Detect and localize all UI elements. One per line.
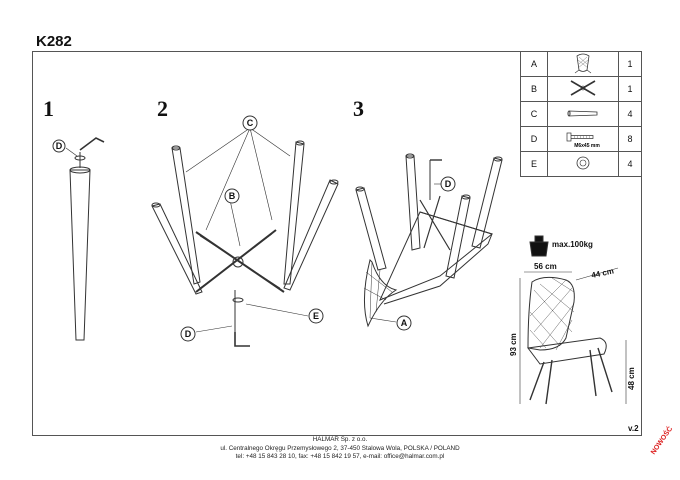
footer-contact: tel: +48 15 843 28 10, fax: +48 15 842 1… [235, 453, 445, 461]
washer-icon [547, 151, 619, 177]
footer-company: HALMAR Sp. z o.o. [312, 436, 368, 443]
height-label: 93 cm [509, 333, 518, 356]
parts-row-c: C 4 [520, 101, 642, 127]
label-e-step2: E [308, 308, 324, 324]
part-qty: 4 [618, 151, 642, 177]
footer: HALMAR Sp. z o.o. ul. Centralnego Okręgu… [0, 436, 680, 462]
part-qty: 1 [618, 76, 642, 102]
parts-row-a: A 1 [520, 51, 642, 77]
step1-leg-drawing [65, 137, 105, 341]
label-a-step3: A [396, 315, 412, 331]
label-d-step3: D [440, 176, 456, 192]
svg-text:D: D [185, 329, 192, 339]
svg-text:D: D [56, 141, 63, 151]
model-title: K282 [36, 33, 72, 50]
version-label: v.2 [628, 424, 639, 433]
step3-chair-drawing [355, 153, 503, 328]
width-label: 56 cm [534, 262, 557, 271]
step-number-2: 2 [157, 96, 168, 121]
parts-row-e: E 4 [520, 151, 642, 177]
seat-height-label: 48 cm [627, 367, 636, 390]
label-c-step2: C [242, 115, 258, 131]
cross-frame-icon [547, 76, 619, 102]
bolt-size-note: M6x45 mm [574, 143, 600, 149]
depth-label: 44 cm [591, 266, 615, 280]
label-d-step1: D [52, 139, 66, 153]
svg-text:E: E [313, 311, 319, 321]
step2-frame-drawing [151, 127, 339, 347]
step-number-3: 3 [353, 96, 364, 121]
instruction-frame [32, 51, 642, 436]
max-load-label: max.100kg [552, 240, 593, 249]
label-d-step2: D [180, 326, 196, 342]
part-qty: 4 [618, 101, 642, 127]
chair-shell-icon [547, 51, 619, 77]
svg-text:C: C [247, 118, 254, 128]
parts-table: A 1 B 1 C 4 D M6x45 mm 8 E 4 [520, 51, 642, 177]
weight-icon [529, 235, 549, 257]
label-b-step2: B [224, 188, 240, 204]
dimension-chair-drawing [519, 267, 627, 405]
svg-text:B: B [229, 191, 236, 201]
svg-text:D: D [445, 179, 452, 189]
step-number-1: 1 [43, 96, 54, 121]
svg-text:A: A [401, 318, 408, 328]
footer-address: ul. Centralnego Okręgu Przemysłowego 2, … [220, 444, 460, 452]
